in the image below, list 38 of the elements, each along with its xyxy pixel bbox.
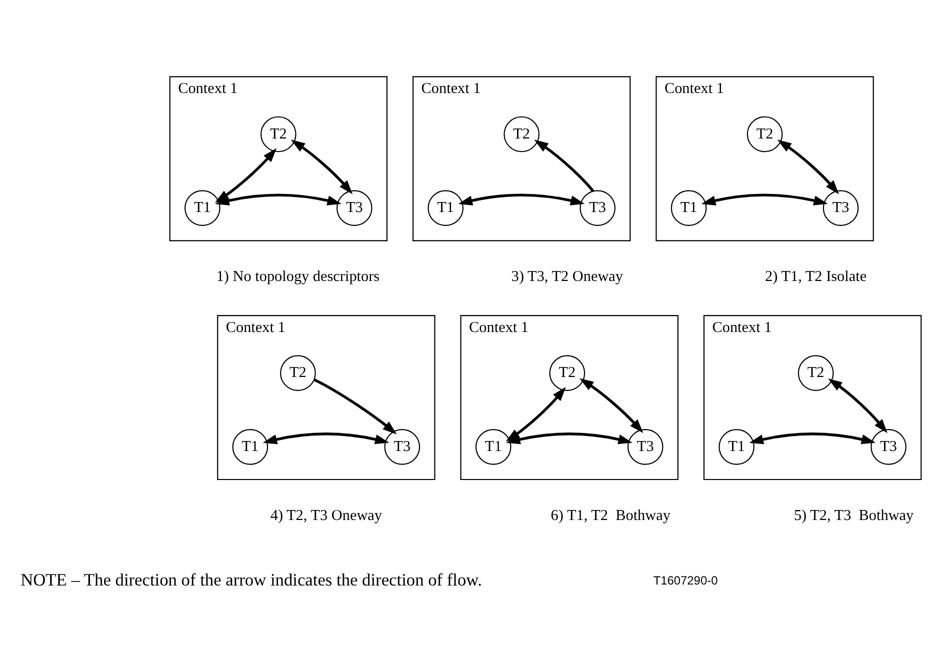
node-label: 5) T2, T3 Bothway <box>793 506 914 524</box>
node-circle: T3 <box>579 190 615 226</box>
node-label: 3) T3, T2 Oneway <box>510 268 623 286</box>
arrow <box>578 378 643 434</box>
arrow <box>700 194 828 206</box>
arrow <box>748 432 876 444</box>
node-label: 4) T2, T3 Oneway <box>270 506 382 524</box>
node-circle: T1 <box>474 429 511 465</box>
label: T1607290-0 <box>652 574 718 588</box>
arrow <box>214 194 341 206</box>
node-circle: T2 <box>548 355 585 392</box>
label: NOTE – The direction of the arrow indicates the direction of flow. <box>20 570 482 590</box>
node-circle: T2 <box>746 116 782 152</box>
arrow <box>828 378 887 434</box>
node-circle: T1 <box>718 429 754 465</box>
node-circle: T3 <box>336 190 372 226</box>
arrow <box>290 140 352 194</box>
node-circle: T2 <box>503 116 540 152</box>
arrow <box>262 432 389 444</box>
arrow <box>313 378 396 434</box>
node-label: 1) No topology descriptors <box>216 268 380 286</box>
node-circle: T1 <box>670 190 706 226</box>
node-circle: T3 <box>822 190 858 226</box>
arrow <box>534 140 594 192</box>
node-circle: T3 <box>626 429 663 465</box>
node-circle: T1 <box>184 190 220 226</box>
node-circle: T2 <box>260 116 296 152</box>
node-label: 6) T1, T2 Bothway <box>550 506 670 524</box>
node-circle: T3 <box>870 429 906 465</box>
arrow <box>776 140 839 194</box>
node-circle: T1 <box>232 429 268 465</box>
node-label: 2) T1, T2 Isolate <box>764 268 866 286</box>
node-circle: T3 <box>384 429 420 465</box>
node-circle: T2 <box>797 355 834 392</box>
node-circle: T1 <box>427 190 464 226</box>
arrow <box>506 432 632 444</box>
node-circle: T2 <box>280 355 316 392</box>
arrow <box>458 194 584 206</box>
